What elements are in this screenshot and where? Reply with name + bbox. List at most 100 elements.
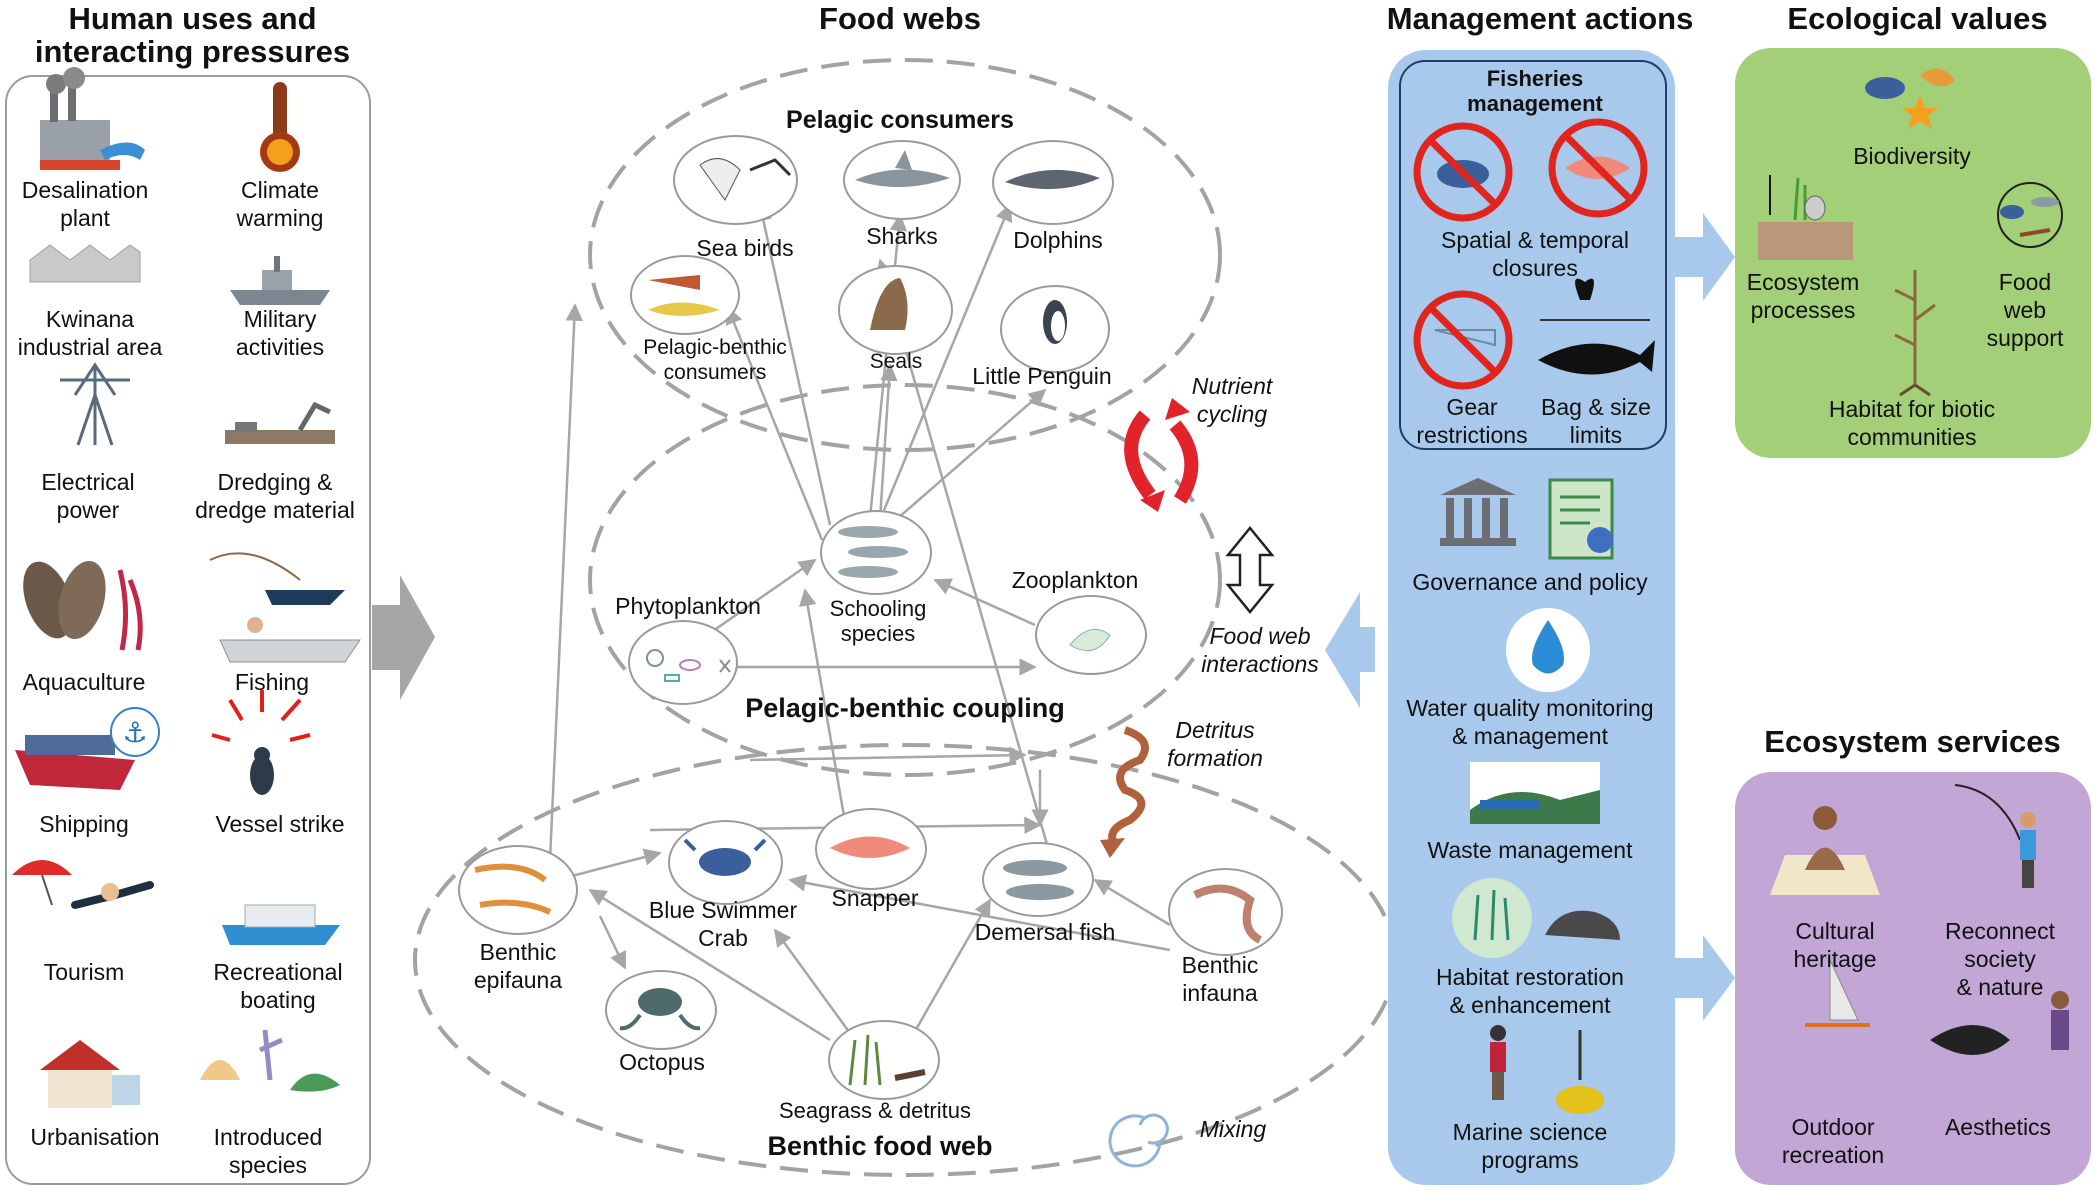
interactions-double-arrow — [1225, 526, 1275, 614]
label-snapper: Snapper — [831, 885, 919, 911]
benthic-title: Benthic food web — [767, 1131, 993, 1161]
label-habitat-biotic: Habitat for biotic communities — [1828, 396, 1996, 450]
label-pelagic-benthic: Pelagic-benthic consumers — [643, 336, 787, 384]
node-benthic-infauna — [1168, 868, 1283, 956]
label-science: Marine science programs — [1452, 1119, 1608, 1173]
vessel-strike-icon — [211, 690, 311, 795]
pelagic-title: Pelagic consumers — [786, 106, 1014, 134]
military-ship-icon — [230, 256, 330, 305]
phytoplankton-icon — [646, 649, 731, 682]
node-seagrass — [828, 1020, 940, 1100]
introduced-species-icon — [200, 1029, 340, 1092]
header-management: Management actions — [1386, 1, 1694, 36]
node-demersal — [982, 842, 1094, 917]
pressure-electrical: Electrical power — [41, 469, 135, 523]
seal-icon — [870, 278, 908, 330]
label-biodiversity: Biodiversity — [1853, 143, 1971, 169]
label-cultural: Cultural heritage — [1793, 918, 1877, 972]
fisheries-box — [1399, 60, 1667, 450]
shrimp-icon — [474, 863, 552, 915]
octopus-icon — [619, 988, 701, 1031]
snapper-icon — [830, 836, 910, 858]
flow-arrow-to-services — [1675, 935, 1735, 1021]
pressure-introduced: Introduced species — [213, 1124, 323, 1178]
label-blue-crab: Blue Swimmer Crab — [648, 897, 798, 951]
pressure-shipping: Shipping — [39, 811, 129, 837]
whale-watching-icon — [1930, 991, 2069, 1055]
label-food-web-support: Food web support — [1986, 269, 2064, 351]
food-web-support-icon — [1997, 182, 2063, 248]
pressure-dredging: Dredging & dredge material — [195, 469, 355, 523]
no-net-icon — [1413, 290, 1513, 390]
flow-arrow-to-ecological — [1675, 213, 1735, 301]
pressure-arrow — [372, 575, 435, 700]
speedboat-icon — [222, 904, 340, 945]
label-detritus: Detritus formation — [1167, 717, 1263, 771]
label-schooling: Schooling species — [829, 596, 927, 646]
fisheries-title: Fisheries management — [1467, 66, 1603, 116]
label-seals: Seals — [869, 350, 923, 373]
thermometer-icon — [260, 82, 300, 172]
dredger-icon — [225, 401, 335, 444]
dolphin-icon — [1005, 169, 1100, 190]
coupling-ellipse — [588, 383, 1222, 777]
fisher-icon — [1954, 784, 2036, 888]
pressure-climate: Climate warming — [236, 177, 324, 231]
school-fish-icon — [838, 526, 908, 578]
label-mixing: Mixing — [1199, 1116, 1267, 1142]
water-drop-icon — [1506, 608, 1590, 692]
label-zooplankton: Zooplankton — [1011, 567, 1139, 593]
bag-size-icon — [1538, 278, 1655, 375]
nutrient-cycling-arrows — [1124, 398, 1199, 512]
pressure-desalination: Desalination plant — [21, 177, 149, 231]
industrial-building-icon — [29, 244, 141, 283]
node-pelagic-benthic — [630, 255, 740, 335]
label-habitat-restoration: Habitat restoration & enhancement — [1436, 964, 1624, 1018]
label-outdoor: Outdoor recreation — [1781, 1114, 1885, 1168]
node-benthic-epifauna — [458, 845, 578, 935]
label-octopus: Octopus — [619, 1049, 705, 1075]
mussels-icon — [23, 560, 143, 651]
power-tower-icon — [60, 362, 130, 446]
header-human-uses: Human uses and interacting pressures — [34, 1, 351, 69]
cultural-heritage-icon — [1770, 806, 1880, 895]
pressure-tourism: Tourism — [43, 959, 125, 985]
zooplankton-icon — [1069, 628, 1111, 652]
penguin-icon — [1043, 300, 1067, 344]
buoy-icon — [1556, 1030, 1604, 1114]
no-crab-icon — [1413, 122, 1513, 222]
label-water-quality: Water quality monitoring & management — [1406, 695, 1654, 749]
label-reconnect: Reconnect society & nature — [1945, 918, 2055, 1000]
pressure-kwinana: Kwinana industrial area — [17, 306, 163, 360]
ecosystem-processes-icon — [1758, 175, 1853, 260]
pressure-aquaculture: Aquaculture — [22, 669, 146, 695]
government-building-icon — [1440, 478, 1516, 546]
scientist-icon — [1490, 1025, 1506, 1100]
shark-icon — [855, 150, 950, 188]
label-dolphins: Dolphins — [1013, 227, 1103, 253]
header-services: Ecosystem services — [1764, 724, 2061, 759]
fishing-boat-icon — [209, 552, 361, 663]
label-phytoplankton: Phytoplankton — [615, 593, 761, 619]
label-little-penguin: Little Penguin — [972, 363, 1112, 389]
label-waste: Waste management — [1427, 837, 1633, 863]
label-seagrass: Seagrass & detritus — [779, 1098, 971, 1123]
desalination-plant-icon — [40, 67, 145, 170]
pressure-vessel-strike: Vessel strike — [215, 811, 345, 837]
flow-arrow-to-foodweb — [1325, 592, 1375, 708]
label-ecosystem-processes: Ecosystem processes — [1746, 269, 1860, 323]
cargo-ship-icon: ⚓ — [15, 707, 160, 790]
pressure-urbanisation: Urbanisation — [30, 1124, 160, 1150]
pelagic-ellipse — [588, 58, 1222, 452]
demersal-fish-icon — [1003, 860, 1074, 900]
label-aesthetics: Aesthetics — [1944, 1114, 2052, 1140]
seagrass-icon — [848, 1034, 926, 1086]
label-gear: Gear restrictions — [1416, 394, 1528, 448]
policy-document-icon — [1548, 478, 1614, 560]
crab-icon — [683, 838, 767, 876]
svg-text:⚓: ⚓ — [122, 716, 147, 749]
